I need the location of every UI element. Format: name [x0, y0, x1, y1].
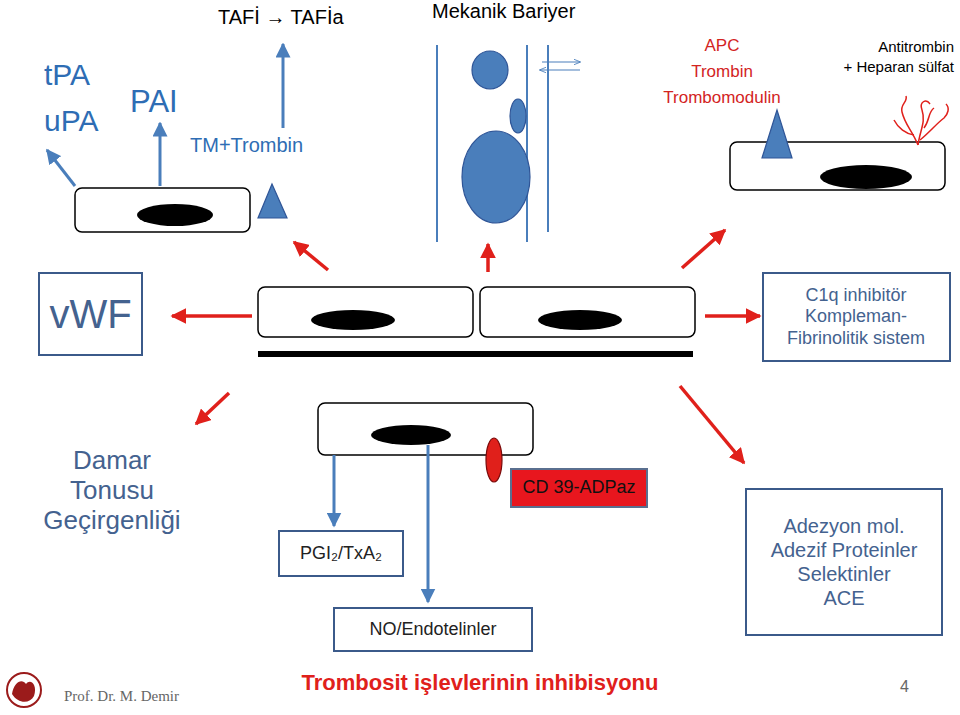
caption: Trombosit işlevlerinin inhibisyonu: [302, 670, 659, 696]
box-text: Selektinler: [797, 562, 890, 586]
label: tPA: [44, 58, 90, 93]
barrier-line: [526, 45, 528, 242]
nucleus: [820, 165, 912, 189]
label: uPA: [44, 104, 98, 139]
box-text: Adezyon mol.: [783, 514, 904, 538]
function-box: Adezyon mol.Adezif ProteinlerSelektinler…: [745, 488, 943, 636]
endothelial-cell: [75, 188, 250, 232]
label: 4: [900, 678, 909, 696]
label: TM+Trombin: [190, 134, 303, 157]
nucleus: [538, 310, 622, 330]
logo: [7, 673, 41, 707]
flow-arrow: [542, 61, 580, 62]
function-arrows: [172, 230, 760, 463]
label: APC: [705, 36, 740, 56]
endothelial-cell: [258, 287, 473, 337]
blood-cell: [510, 99, 526, 133]
basement-membrane: [258, 351, 693, 357]
box-text: NO/Endotelinler: [369, 619, 496, 641]
release-arrow: [282, 44, 285, 128]
label: TAFİ → TAFİa: [218, 6, 344, 29]
label: Trombomodulin: [663, 88, 780, 108]
nucleus: [371, 425, 451, 445]
endothelial-cell: [730, 142, 945, 190]
box-text: C1q inhibitör Kompleman- Fibrinolitik si…: [772, 285, 940, 350]
barrier-line: [436, 45, 438, 242]
box-text: Adezif Proteinler: [771, 538, 918, 562]
flow-arrow: [540, 69, 580, 70]
blood-cell: [462, 131, 530, 223]
box-text: vWF: [49, 290, 131, 338]
release-arrow: [47, 150, 75, 186]
label: PAI: [130, 84, 178, 120]
thrombomodulin-triangle: [258, 184, 287, 218]
function-box: NO/Endotelinler: [333, 607, 533, 652]
label: Antitrombin: [878, 38, 954, 55]
function-box: PGI₂/TxA₂: [278, 530, 404, 577]
function-box: C1q inhibitör Kompleman- Fibrinolitik si…: [762, 272, 951, 362]
thrombomodulin-triangle: [762, 110, 792, 158]
nucleus: [137, 204, 213, 226]
blood-cell: [472, 51, 508, 89]
label: Prof. Dr. M. Demir: [64, 688, 179, 705]
release-arrow: [159, 123, 162, 186]
box-text: ACE: [823, 586, 864, 610]
endothelial-cell: [480, 287, 695, 337]
nucleus: [311, 310, 395, 330]
highlight-box: CD 39-ADPaz: [510, 468, 648, 508]
label: Mekanik Bariyer: [432, 0, 575, 23]
cd39-oval: [486, 438, 502, 482]
box-text: PGI₂/TxA₂: [300, 543, 382, 565]
label: Trombin: [691, 62, 753, 82]
label: + Heparan sülfat: [844, 58, 955, 75]
barrier-line: [547, 45, 549, 232]
heparan-sulfate-chains: [894, 96, 948, 145]
function-box: vWF: [38, 272, 143, 356]
label: Damar Tonusu Geçirgenliği: [35, 446, 190, 536]
box-text: CD 39-ADPaz: [522, 477, 635, 499]
release-arrow: [427, 445, 430, 602]
release-arrow: [333, 455, 336, 526]
